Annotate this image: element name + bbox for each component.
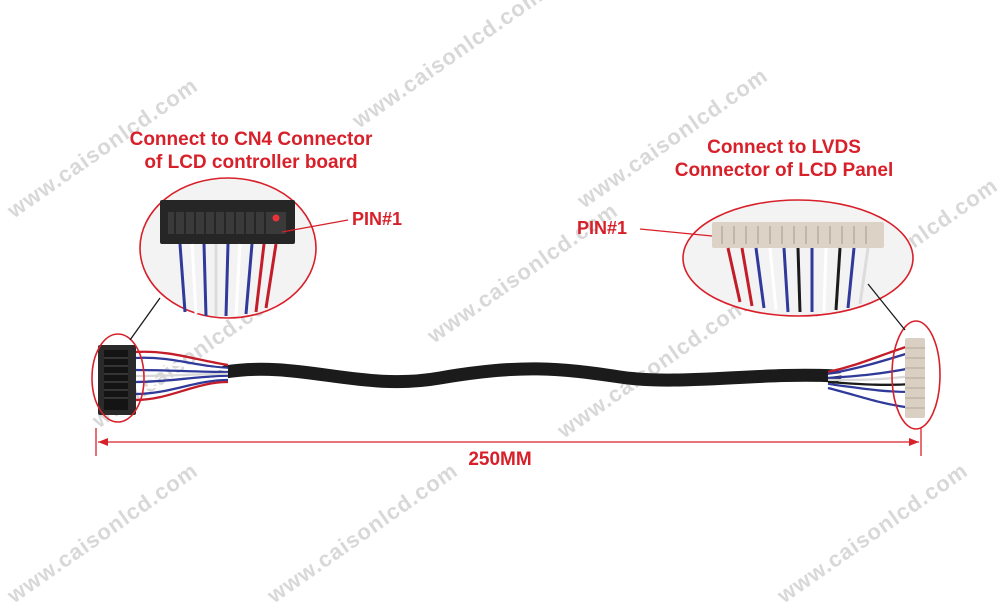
right-pin-pointer	[639, 228, 713, 237]
left-pin-pointer	[281, 219, 349, 233]
left-connector-caption-line1: Connect to CN4 Connector	[129, 129, 373, 150]
cable-length-label: 250MM	[468, 449, 532, 470]
left-pin1-label: PIN#1	[352, 209, 403, 229]
left-connector	[98, 345, 136, 415]
left-zoom-wires	[178, 243, 278, 317]
right-connector-caption-line1: Connect to LVDS	[707, 137, 861, 158]
left-connector-circle	[91, 333, 145, 423]
left-leader-line	[129, 297, 161, 341]
right-zoom-wires	[726, 247, 870, 313]
dimension-line	[95, 428, 922, 456]
right-connector	[905, 338, 925, 418]
left-connector-caption-line2: of LCD controller board	[144, 152, 358, 173]
right-pin1-label: PIN#1	[577, 218, 628, 238]
left-zoom-connector	[160, 200, 295, 244]
right-connector-circle	[891, 320, 941, 430]
left-wires	[134, 350, 229, 402]
right-connector-caption-line2: Connector of LCD Panel	[674, 160, 894, 181]
right-zoom-connector	[712, 222, 884, 248]
cable-sleeve	[218, 362, 842, 389]
right-wires	[827, 343, 913, 410]
right-leader-line	[867, 283, 906, 331]
